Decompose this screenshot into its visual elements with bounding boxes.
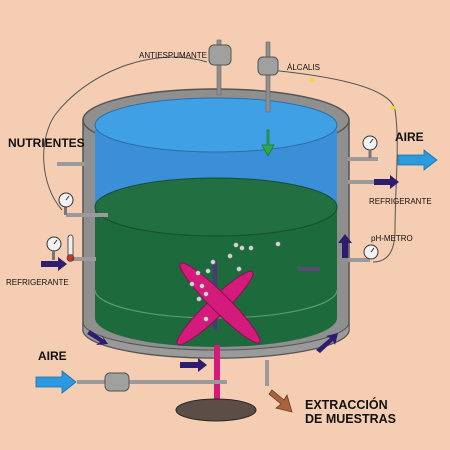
nutrient-pipe [57,162,85,166]
air-outlet-pipe [348,157,378,161]
ph-metro-label: pH-METRO [371,234,413,243]
air-inlet-arrow [35,370,77,394]
thermometer-icon [67,234,74,258]
jacket-flow-arrow-right [316,333,338,353]
vessel-bottom-rim [82,321,350,359]
line-marker [391,106,395,110]
gauge-needle [370,247,375,253]
alkali-pipe [265,41,271,113]
coolant-out-arrow [374,175,399,189]
impeller-blade [179,262,261,344]
gauge-stem [64,205,67,215]
gauge-pipe-left [66,213,108,217]
line-marker [310,78,314,82]
gauge-stem [368,150,372,158]
alkali-line [269,69,398,263]
gauge-needle [65,195,70,201]
ph-probe [298,267,320,271]
antifoam-pipe [216,39,222,96]
refrigerante-in-label: REFRIGERANTE [6,278,69,287]
motor-base [175,398,257,422]
antifoam-valve-icon [208,44,232,66]
coolant-pipe-left [68,257,96,261]
jacket-flow-arrow-left [87,330,108,345]
broth-surface [94,177,338,237]
gauge-needle [53,239,58,245]
drive-shaft [214,345,220,401]
gauge-stem [52,250,55,260]
coolant-in-arrow [41,257,67,271]
alkali-valve-icon [257,56,279,76]
nutrient-line [43,56,208,211]
refrigerante-out-label: REFRIGERANTE [369,197,432,206]
air-valve-icon [104,372,130,392]
sample-arrow [268,389,293,413]
coolant-outlet-pipe [348,180,376,184]
nutrientes-label: NUTRIENTES [8,136,85,150]
liquid-surface [94,97,338,153]
muestras-label: DE MUESTRAS [305,412,396,426]
aire-inlet-label: AIRE [38,349,67,363]
sample-port [265,360,269,386]
air-bubbles [189,241,281,322]
jacket-flow-arrow-up [338,234,352,258]
thermometer-bulb [66,254,75,262]
aire-outlet-label: AIRE [395,130,424,144]
air-outlet-arrow [397,149,438,171]
air-inlet-pipe [77,380,227,384]
alcalis-label: ÁLCALIS [287,63,320,72]
antiespumante-label: ANTIESPUMANTE [139,51,207,60]
extraccion-label: EXTRACCIÓN [305,397,388,412]
jacket-flow-arrow-bottom [180,358,207,372]
alkali-flow-arrow [261,129,275,157]
gauge-needle [369,138,374,144]
ph-pipe [348,258,370,262]
